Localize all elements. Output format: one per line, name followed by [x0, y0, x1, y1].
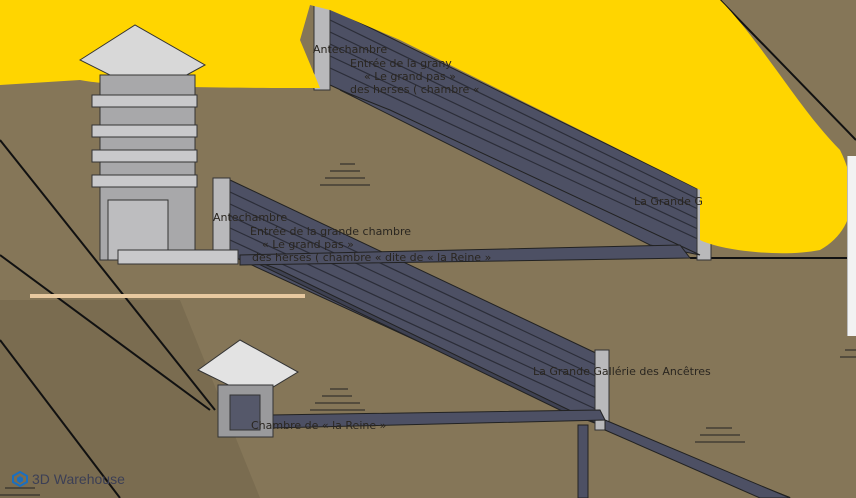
label-lower-grand-pas: « Le grand pas » [262, 238, 354, 251]
label-lower-entree: Entrée de la grande chambre [250, 225, 412, 238]
3d-warehouse-logo-icon [12, 471, 28, 487]
brand-label: 3D Warehouse [32, 471, 125, 487]
lower-gallery-ramp [212, 177, 791, 498]
label-upper-galerie: La Grande G [634, 195, 703, 208]
label-chambre-reine: Chambre de « la Reine » [251, 419, 387, 432]
label-upper-herses: des herses ( chambre « [350, 83, 480, 96]
label-lower-antechambre: Antechambre [213, 211, 288, 224]
queens-chamber [197, 339, 299, 438]
label-lower-herses: des herses ( chambre « dite de « la Rein… [252, 251, 492, 264]
viewer-side-toolbar[interactable] [847, 156, 856, 336]
label-upper-grand-pas: « Le grand pas » [364, 70, 456, 83]
yellow-highlight [0, 0, 852, 254]
upper-gallery-ramp [313, 4, 712, 261]
label-lower-galerie: La Grande Gallérie des Ancêtres [533, 365, 711, 378]
relieving-chambers-tower [78, 24, 239, 265]
brick-pattern [0, 163, 856, 496]
3d-warehouse-link[interactable]: 3D Warehouse [12, 471, 125, 487]
shadow-area [0, 300, 260, 498]
label-upper-antechambre: Antechambre [313, 43, 388, 56]
label-upper-entree: Entrée de la grany [350, 57, 452, 70]
